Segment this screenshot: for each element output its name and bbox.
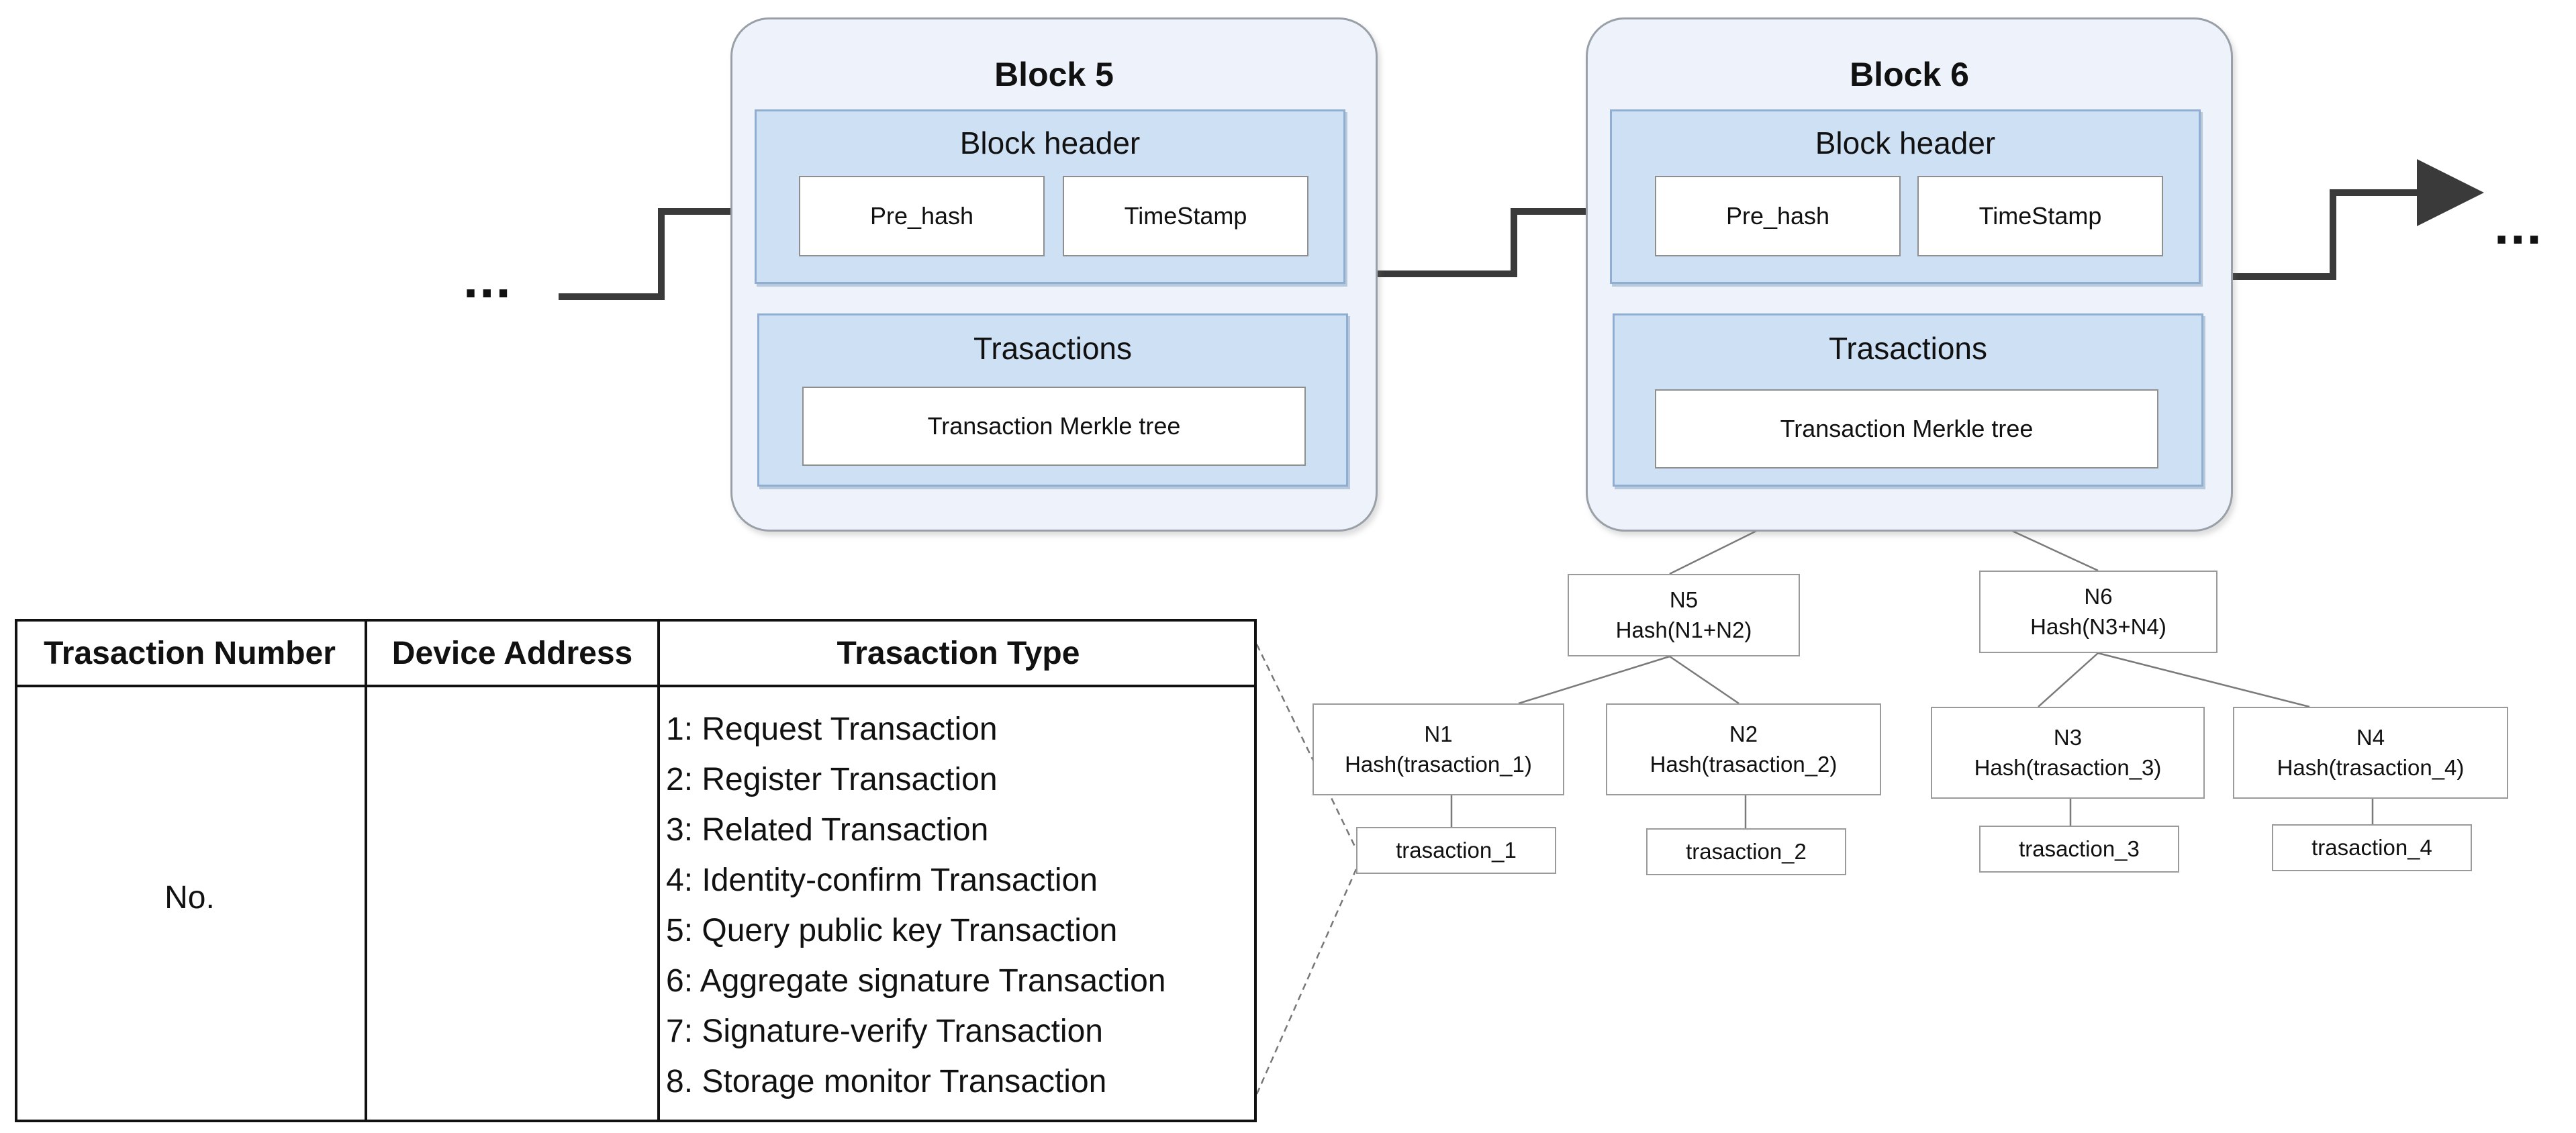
merkle-node-n6-id: N6 [2084, 583, 2113, 609]
block-5-header-label: Block header [959, 126, 1141, 160]
merkle-node-n3: N3 Hash(trasaction_3) [1931, 707, 2205, 799]
transaction-table [15, 619, 1257, 1122]
merkle-node-n2: N2 Hash(trasaction_2) [1606, 703, 1881, 795]
merkle-node-n4-id: N4 [2356, 724, 2385, 750]
block-6-transactions-label: Trasactions [1828, 331, 1988, 366]
merkle-node-n1: N1 Hash(trasaction_1) [1313, 703, 1564, 795]
block-5-merkle-tree: Transaction Merkle tree [802, 387, 1306, 466]
table-header-number: Trasaction Number [44, 635, 336, 671]
chain-ellipsis-right: ... [2494, 195, 2543, 255]
merkle-leaf-4: trasaction_4 [2272, 824, 2472, 871]
merkle-leaf-3: trasaction_3 [1979, 826, 2179, 873]
merkle-node-n2-id: N2 [1729, 721, 1758, 746]
table-col-divider-1 [365, 619, 367, 1122]
merkle-node-n1-hash: Hash(trasaction_1) [1345, 751, 1532, 777]
table-header-address: Device Address [391, 635, 633, 671]
transaction-type-item: 4: Identity-confirm Transaction [666, 863, 1098, 898]
transaction-type-item: 2: Register Transaction [666, 762, 998, 797]
transaction-type-item: 8. Storage monitor Transaction [666, 1064, 1107, 1099]
merkle-node-n2-hash: Hash(trasaction_2) [1650, 751, 1838, 777]
block-6-header-label: Block header [1815, 126, 1996, 160]
merkle-node-n6: N6 Hash(N3+N4) [1979, 571, 2217, 653]
chain-arrow-in [559, 178, 810, 300]
block-6-pre-hash: Pre_hash [1655, 176, 1901, 256]
chain-arrow-out [2229, 159, 2484, 280]
chain-arrow-5-6 [1378, 208, 1652, 277]
block-6-merkle-tree: Transaction Merkle tree [1655, 389, 2158, 469]
block-5-transactions-label: Trasactions [973, 331, 1133, 366]
merkle-leaf-1: trasaction_1 [1356, 827, 1556, 874]
merkle-node-n6-hash: Hash(N3+N4) [2030, 613, 2166, 639]
transaction-type-item: 6: Aggregate signature Transaction [666, 963, 1166, 999]
block-5-title: Block 5 [994, 56, 1114, 93]
table-cell-number: No. [164, 880, 215, 916]
block-5-pre-hash: Pre_hash [799, 176, 1045, 256]
transaction-type-list: 1: Request Transaction 2: Register Trans… [666, 704, 1250, 1107]
transaction-type-item: 5: Query public key Transaction [666, 913, 1118, 948]
merkle-node-n5-hash: Hash(N1+N2) [1615, 617, 1752, 642]
block-6-title: Block 6 [1850, 56, 1969, 93]
chain-ellipsis-left: ... [463, 249, 512, 309]
table-col-divider-2 [657, 619, 660, 1122]
table-header-divider [15, 685, 1257, 687]
transaction-type-item: 3: Related Transaction [666, 812, 989, 848]
transaction-type-item: 7: Signature-verify Transaction [666, 1014, 1103, 1049]
merkle-leaf-2: trasaction_2 [1646, 828, 1846, 875]
block-6-timestamp: TimeStamp [1917, 176, 2163, 256]
merkle-node-n5-id: N5 [1669, 587, 1699, 612]
block-5-timestamp: TimeStamp [1063, 176, 1308, 256]
merkle-node-n1-id: N1 [1424, 721, 1453, 746]
zoom-dashed-lines [1255, 644, 1357, 1095]
merkle-node-n3-id: N3 [2053, 724, 2083, 750]
table-header-type: Trasaction Type [837, 635, 1080, 671]
merkle-node-n3-hash: Hash(trasaction_3) [1974, 754, 2162, 780]
merkle-node-n4: N4 Hash(trasaction_4) [2233, 707, 2508, 799]
transaction-type-item: 1: Request Transaction [666, 711, 998, 747]
merkle-node-n5: N5 Hash(N1+N2) [1568, 574, 1800, 656]
merkle-node-n4-hash: Hash(trasaction_4) [2277, 754, 2465, 780]
